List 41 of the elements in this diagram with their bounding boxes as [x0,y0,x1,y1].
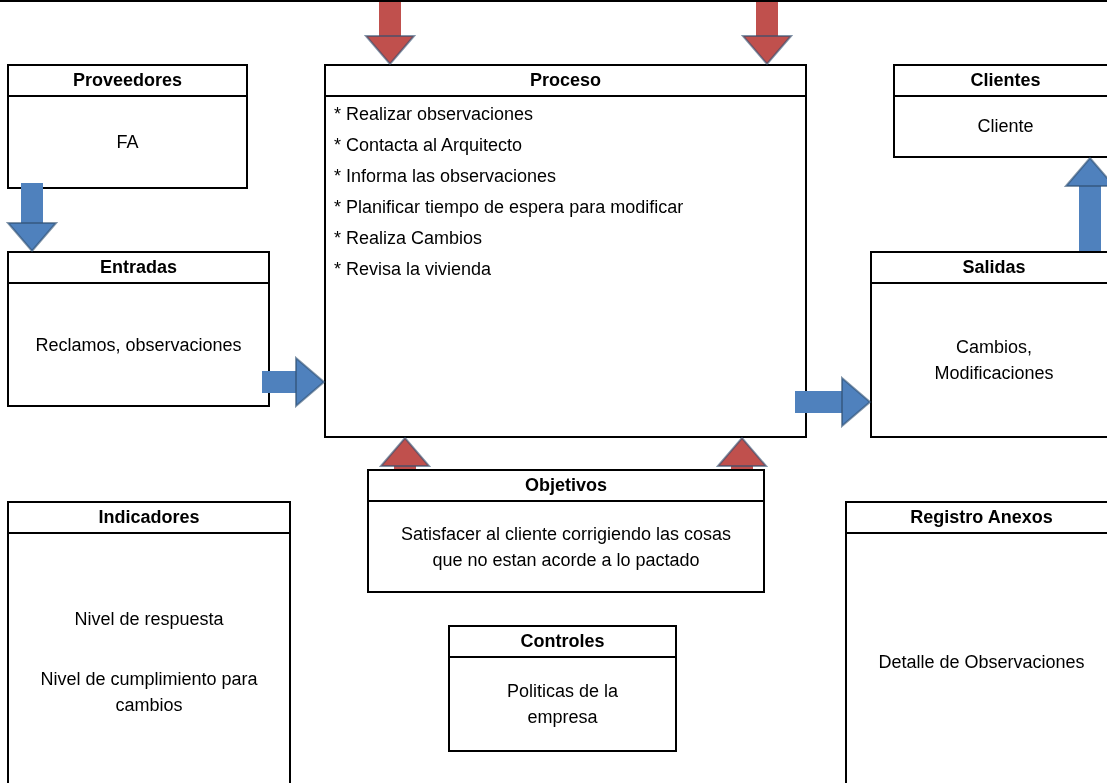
block-arrow [742,2,792,65]
process-box [845,501,1107,783]
box-heading: Proceso [326,66,805,97]
box-text: FA [116,131,139,154]
block-arrow [795,377,871,427]
block-arrow [262,357,325,407]
box-heading: Controles [450,627,675,658]
box-heading: Clientes [895,66,1107,97]
list-item: * Revisa la vivienda [334,258,492,281]
block-arrow [380,437,430,469]
box-heading: Registro Anexos [847,503,1107,534]
process-box [7,251,270,407]
box-heading: Salidas [872,253,1107,284]
list-item: * Planificar tiempo de espera para modificar [334,196,684,219]
block-arrow [1065,157,1107,251]
box-text: Satisfacer al cliente corrigiendo las cosas que no estan acorde a lo pactado [399,522,733,572]
list-item: * Realizar observaciones [334,103,534,126]
box-text: Cliente [977,115,1034,138]
block-arrow [365,2,415,65]
process-box [7,64,248,189]
box-heading: Objetivos [369,471,763,502]
box-text: Detalle de Observaciones [878,650,1085,674]
list-item: * Realiza Cambios [334,227,483,250]
block-arrow [717,437,767,469]
list-item: * Contacta al Arquitecto [334,134,523,157]
box-text: Politicas de la empresa [505,680,620,729]
box-text: Nivel de respuesta [74,607,224,631]
process-box [324,64,807,438]
box-text: Cambios, Modificaciones [933,336,1055,385]
box-heading: Indicadores [9,503,289,534]
box-heading: Proveedores [9,66,246,97]
process-box [7,501,291,783]
box-text: Reclamos, observaciones [35,333,242,357]
process-box [448,625,677,752]
process-box [870,251,1107,438]
box-heading: Entradas [9,253,268,284]
block-arrow [7,183,57,252]
process-box [893,64,1107,158]
process-box [367,469,765,593]
box-text: Nivel de cumplimiento para cambios [39,667,259,717]
list-item: * Informa las observaciones [334,165,557,188]
